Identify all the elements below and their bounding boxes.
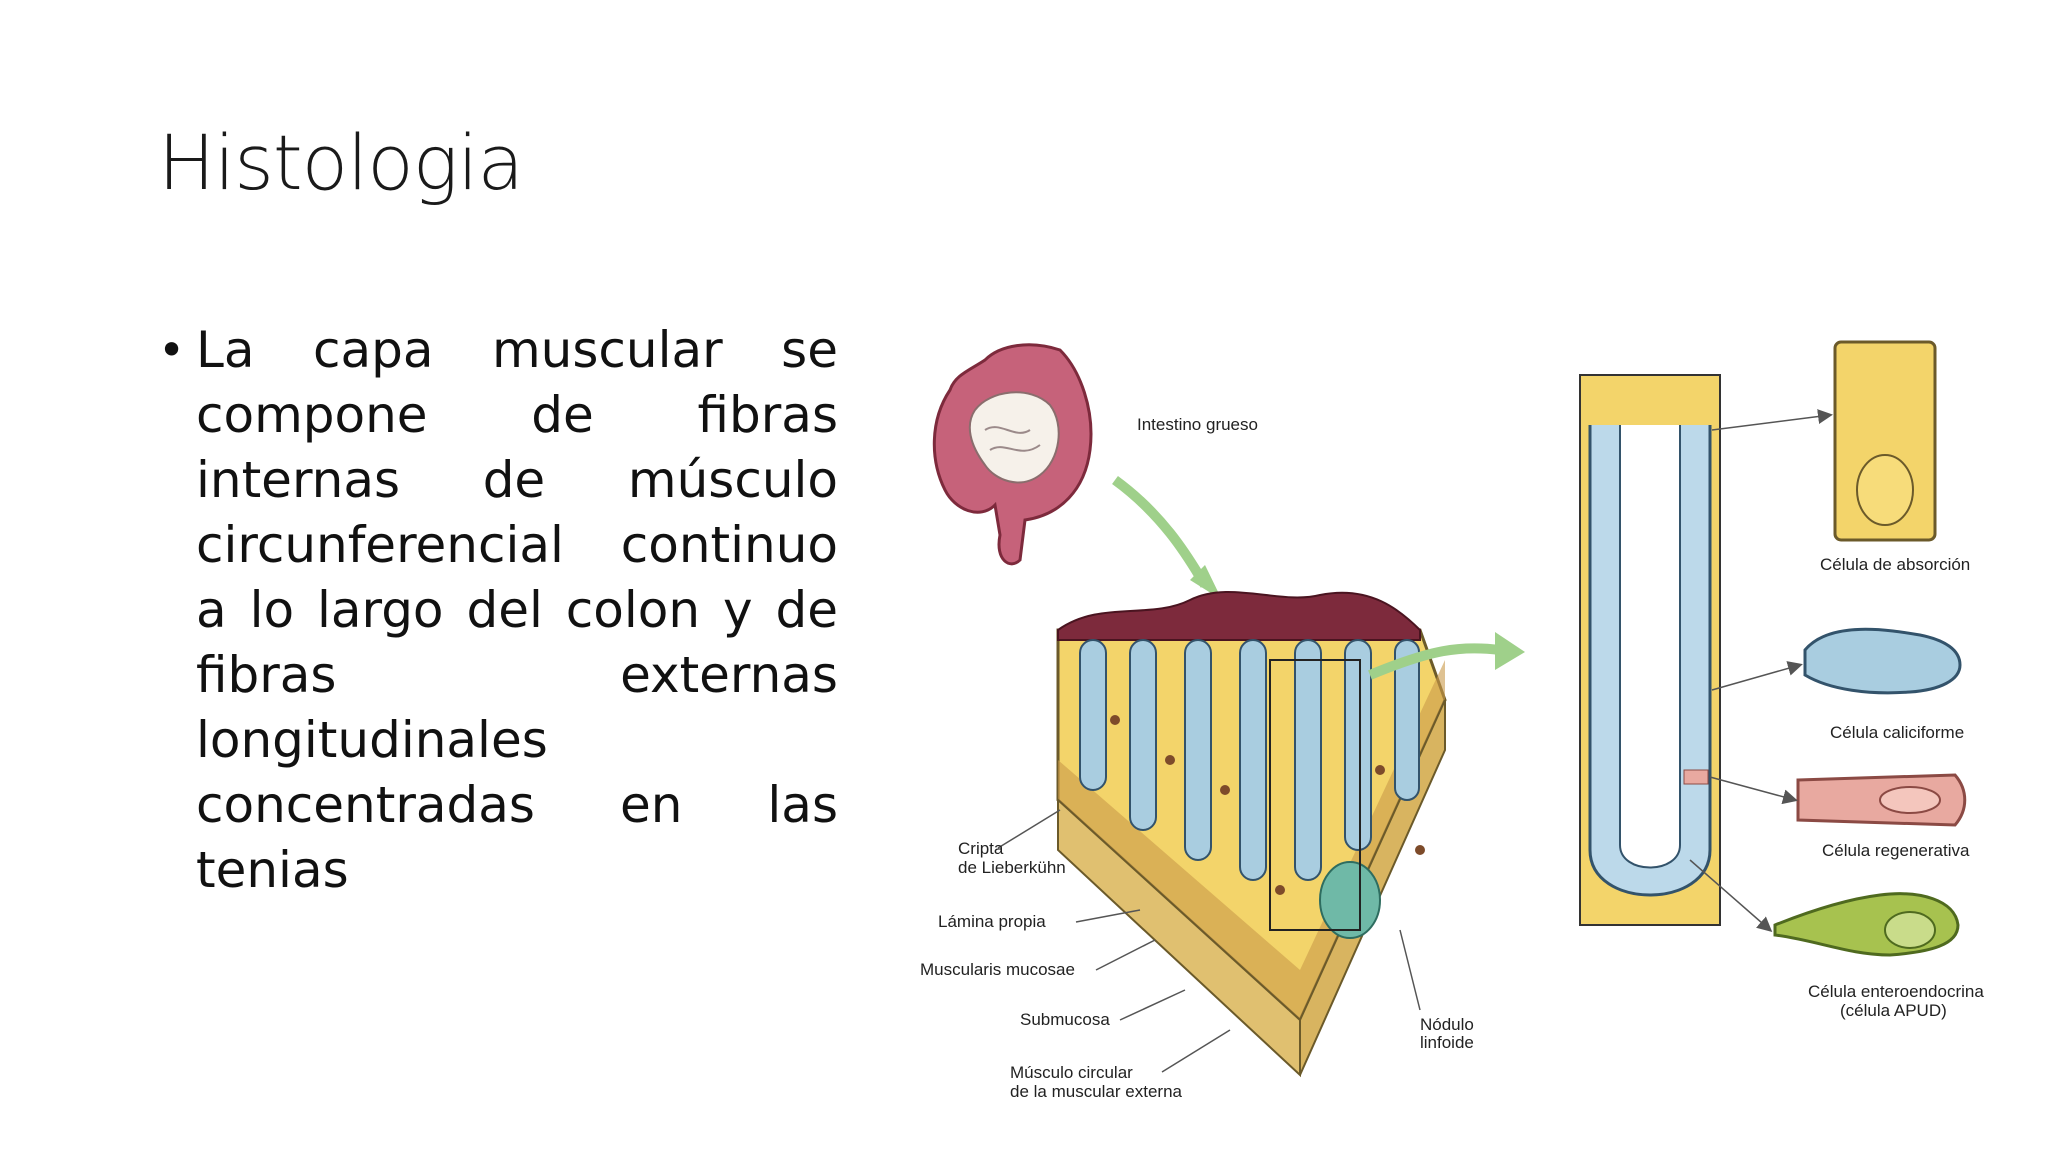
label-celula-regenerativa: Célula regenerativa: [1822, 841, 1970, 860]
label-leaders: [997, 809, 1421, 1073]
histology-svg: Intestino grueso Cripta de Lieberkühn Lá…: [920, 340, 1984, 1101]
large-intestine-illustration: [932, 343, 1093, 566]
regenerative-cell: [1796, 773, 1967, 827]
label-lamina-propia: Lámina propia: [938, 912, 1046, 931]
enlarged-crypt: [1579, 374, 1721, 926]
label-cripta-1: Cripta: [958, 839, 1004, 858]
tissue-block: [1056, 591, 1447, 1078]
pointer-goblet: [1711, 661, 1803, 691]
pointer-regenerative: [1709, 776, 1798, 805]
bullet-text: La capa muscular se compone de fibras in…: [196, 321, 838, 899]
zoom-arrow-1: [1112, 475, 1210, 588]
label-celula-enteroendocrina: Célula enteroendocrina: [1808, 982, 1984, 1001]
bullet-list: • La capa muscular se compone de fibras …: [158, 318, 838, 903]
label-musculo-1: Músculo circular: [1010, 1063, 1133, 1082]
label-musculo-2: de la muscular externa: [1010, 1082, 1183, 1101]
goblet-cell: [1803, 627, 1962, 695]
label-intestino-grueso: Intestino grueso: [1137, 415, 1258, 434]
label-submucosa: Submucosa: [1020, 1010, 1110, 1029]
bullet-marker: •: [158, 323, 186, 377]
zoom-arrow-2-head: [1495, 632, 1525, 670]
pointer-absorption: [1711, 409, 1833, 431]
label-nodulo-1: Nódulo: [1420, 1015, 1474, 1034]
label-celula-apud: (célula APUD): [1840, 1001, 1947, 1020]
slide-title: Histologia: [158, 118, 524, 207]
histology-diagram: Intestino grueso Cripta de Lieberkühn Lá…: [900, 330, 2030, 1110]
label-nodulo-2: linfoide: [1420, 1033, 1474, 1052]
label-muscularis-mucosae: Muscularis mucosae: [920, 960, 1075, 979]
label-cripta-2: de Lieberkühn: [958, 858, 1066, 877]
enteroendocrine-cell: [1773, 892, 1960, 957]
zoom-arrow-1-head: [1190, 565, 1222, 600]
label-celula-caliciforme: Célula caliciforme: [1830, 723, 1964, 742]
zoom-arrow-2: [1368, 643, 1501, 680]
pointer-enteroendocrine: [1689, 859, 1773, 932]
label-celula-absorcion: Célula de absorción: [1820, 555, 1970, 574]
absorption-cell: [1833, 340, 1937, 542]
